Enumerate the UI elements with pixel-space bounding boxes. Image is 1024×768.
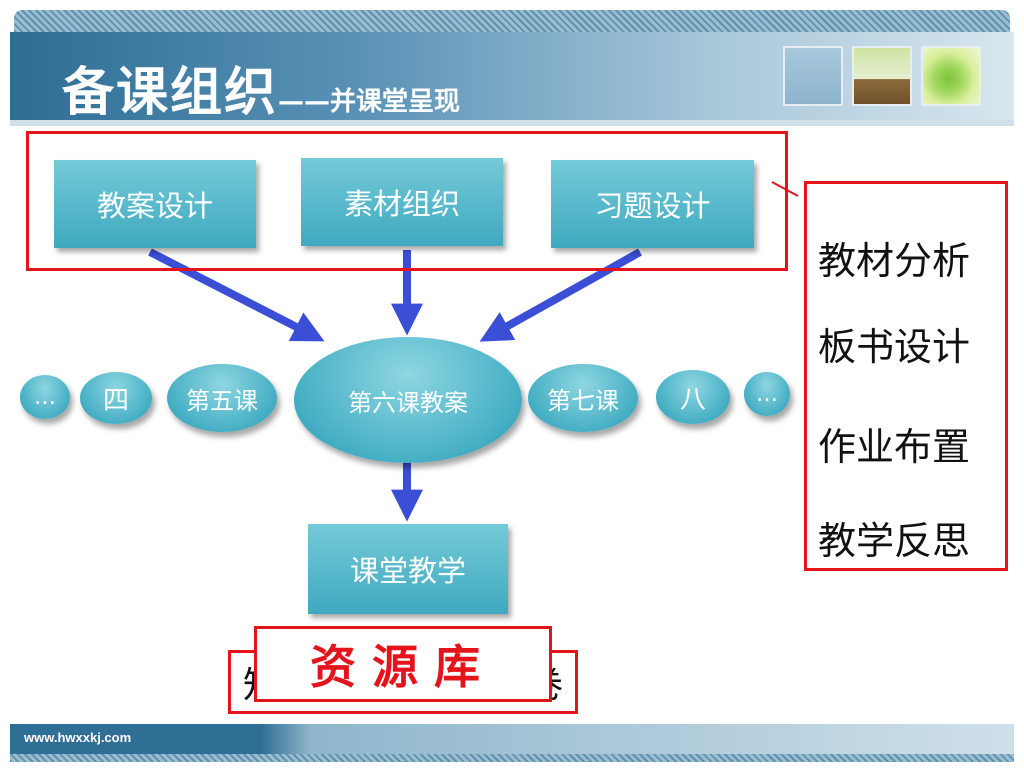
top-pattern-stripe [14,10,1010,32]
classroom-teaching-box: 课堂教学 [308,524,508,614]
title-sub: ——并课堂呈现 [278,87,461,117]
thumbnail-sky-image [783,46,843,106]
lesson-eight: 八 [656,370,730,424]
arrow-exercise-to-sixth [479,248,642,342]
arrow-lesson-to-sixth [148,248,325,342]
side-item-blackboard-design: 板书设计 [818,325,971,369]
lesson-ellipsis-right: … [744,372,790,416]
lesson-sixth-plan: 第六课教案 [294,337,522,463]
thumbnail-sprout-image [852,46,912,106]
material-organization-box: 素材组织 [301,158,503,246]
resource-library-box: 资源库 [254,626,552,702]
side-item-reflection: 教学反思 [818,519,971,563]
lesson-ellipsis-left: … [20,375,70,419]
title-main: 备课组织 [62,63,279,123]
footer-pattern-stripe [10,754,1014,762]
side-list-frame [804,181,1008,571]
exercise-design-box: 习题设计 [551,160,754,248]
lesson-four: 四 [80,372,152,424]
header-divider [10,120,1014,126]
side-item-homework: 作业布置 [818,425,971,469]
lesson-fifth: 第五课 [167,364,277,432]
top-highlight-frame [26,131,788,271]
header-band [10,32,1014,120]
lesson-design-box: 教案设计 [54,160,256,248]
footer-band [10,724,1014,754]
footer-url: www.hwxxkj.com [24,730,132,745]
side-item-textbook-analysis: 教材分析 [818,239,971,283]
lesson-seventh: 第七课 [528,364,638,432]
thumbnail-leaf-image [921,46,981,106]
page-title: 备课组织——并课堂呈现 [62,50,460,125]
